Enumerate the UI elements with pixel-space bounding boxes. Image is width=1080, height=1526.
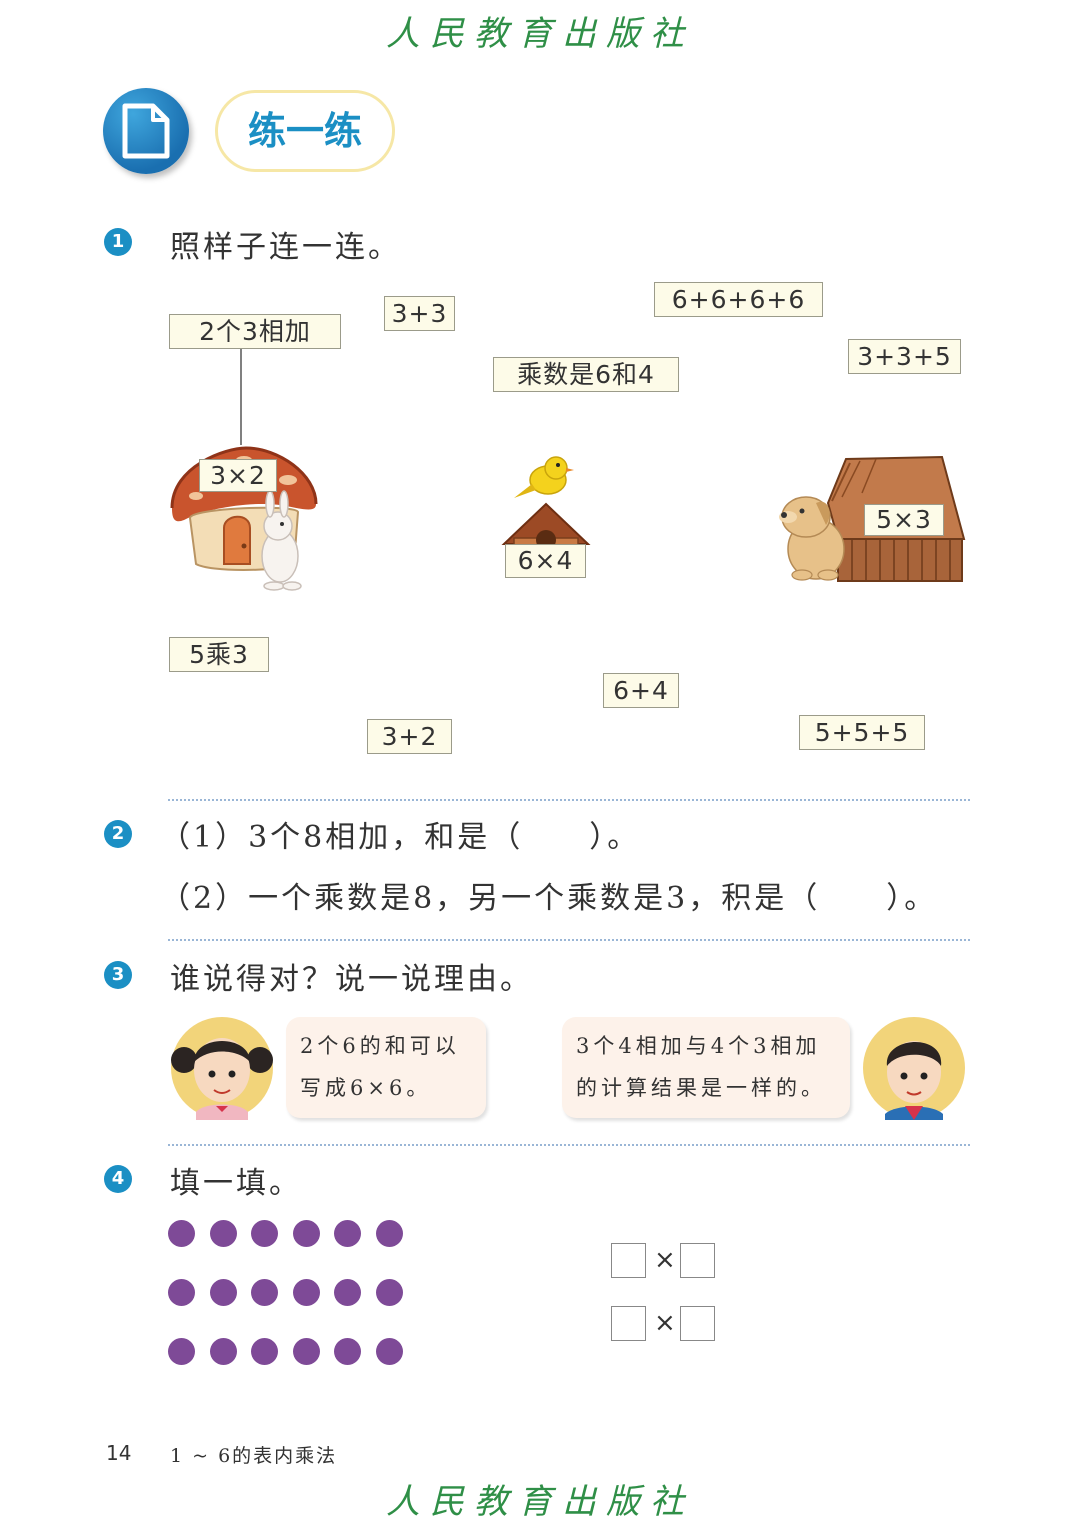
publisher-header: 人民教育出版社: [386, 14, 694, 54]
boy-speech-line-2: 的计算结果是一样的。: [576, 1076, 826, 1100]
dot: [292, 1279, 320, 1306]
times-sign-2: ×: [654, 1308, 676, 1338]
dot: [168, 1220, 195, 1247]
dot: [334, 1279, 362, 1306]
dot: [334, 1220, 362, 1247]
house-label-doghouse[interactable]: 5×3: [864, 504, 944, 536]
dot: [209, 1338, 237, 1365]
section-title: 练一练: [215, 90, 395, 172]
divider-2: [168, 939, 970, 941]
dot: [292, 1338, 320, 1365]
divider-3: [168, 1144, 970, 1146]
answer-box-1b[interactable]: [680, 1243, 715, 1278]
dot: [168, 1279, 195, 1306]
dot: [376, 1279, 403, 1306]
question-1-number: 1: [104, 228, 132, 256]
label-three-three-five[interactable]: 3+3+5: [848, 339, 961, 374]
label-five-sum-three[interactable]: 5+5+5: [799, 715, 925, 750]
document-icon: [103, 88, 189, 174]
page-number: 14: [106, 1441, 132, 1465]
dot: [209, 1279, 237, 1306]
dot: [376, 1220, 403, 1247]
girl-avatar: [171, 1017, 273, 1120]
question-1-prompt: 照样子连一连。: [170, 230, 401, 265]
label-six-plus-four[interactable]: 6+4: [603, 673, 679, 708]
label-three-plus-two[interactable]: 3+2: [367, 719, 452, 754]
boy-speech-line-1: 3个4相加与4个3相加: [576, 1034, 821, 1058]
label-factors-six-four[interactable]: 乘数是6和4: [493, 357, 679, 392]
question-3-prompt: 谁说得对？说一说理由。: [170, 962, 533, 997]
question-2-line-1: （1）3个8相加，和是（ ）。: [160, 820, 641, 855]
label-six-sum-four[interactable]: 6+6+6+6: [654, 282, 823, 317]
answer-box-1a[interactable]: [611, 1243, 646, 1278]
dot: [376, 1338, 403, 1365]
dot: [251, 1220, 279, 1247]
question-4-prompt: 填一填。: [170, 1166, 302, 1201]
example-connector-line: [240, 349, 242, 445]
publisher-footer: 人民教育出版社: [386, 1482, 694, 1522]
document-icon-glyph: [122, 103, 170, 159]
question-2-line-2: （2）一个乘数是8，另一个乘数是3，积是（ ）。: [160, 881, 938, 916]
dot: [251, 1279, 279, 1306]
girl-speech-line-2: 写成6×6。: [300, 1076, 432, 1100]
girl-speech-bubble: 2个6的和可以 写成6×6。: [286, 1017, 486, 1118]
label-two-threes-sum[interactable]: 2个3相加: [169, 314, 341, 349]
girl-speech-line-1: 2个6的和可以: [300, 1034, 460, 1058]
house-label-birdhouse[interactable]: 6×4: [505, 544, 586, 578]
dot: [292, 1220, 320, 1247]
boy-avatar: [863, 1017, 965, 1120]
answer-box-2a[interactable]: [611, 1306, 646, 1341]
dot: [251, 1338, 279, 1365]
dot: [334, 1338, 362, 1365]
times-sign-1: ×: [654, 1245, 676, 1275]
label-five-times-three-words[interactable]: 5乘3: [169, 637, 269, 672]
dot: [168, 1338, 195, 1365]
chapter-title: 1 ~ 6的表内乘法: [170, 1445, 338, 1467]
label-three-plus-three[interactable]: 3+3: [384, 296, 455, 331]
question-4-number: 4: [104, 1165, 132, 1193]
answer-box-2b[interactable]: [680, 1306, 715, 1341]
question-3-number: 3: [104, 961, 132, 989]
divider-1: [168, 799, 970, 801]
house-label-mushroom[interactable]: 3×2: [199, 459, 277, 492]
question-2-number: 2: [104, 820, 132, 848]
dot: [209, 1220, 237, 1247]
dot-array: [168, 1220, 408, 1370]
boy-speech-bubble: 3个4相加与4个3相加 的计算结果是一样的。: [562, 1017, 850, 1118]
